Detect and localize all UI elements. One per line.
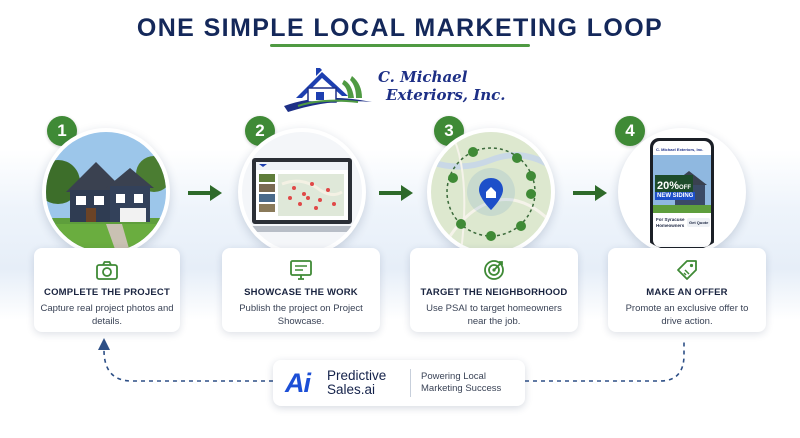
phone-ad-audience: For Syracuse Homeowners [656, 217, 685, 229]
step-3-description: Use PSAI to target homeowners near the j… [426, 303, 562, 327]
laptop-icon [242, 132, 362, 252]
audience-line2: Homeowners [656, 223, 685, 228]
tagline-line2: Marketing Success [421, 383, 502, 394]
ai-logo-icon: Ai [285, 368, 311, 398]
monitor-icon [290, 260, 312, 280]
target-icon [484, 260, 504, 280]
audience-line1: For Syracuse [656, 217, 685, 222]
step-4-description: Promote an exclusive offer to drive acti… [625, 303, 749, 327]
step-2-card: SHOWCASE THE WORK Publish the project on… [222, 248, 380, 332]
house-photo-icon [46, 132, 166, 252]
step-1-image [42, 128, 170, 256]
arrow-right-icon [188, 185, 222, 201]
company-logo: C. Michael Exteriors, Inc. [282, 62, 522, 116]
step-2-description: Publish the project on Project Showcase. [239, 303, 363, 327]
phone-mockup: C. Michael Exteriors, Inc. 20%OFF NEW SI… [650, 138, 714, 250]
step-3-image [427, 128, 555, 256]
step-3-card: TARGET THE NEIGHBORHOOD Use PSAI to targ… [410, 248, 578, 332]
brand-line1: Predictive [327, 368, 387, 383]
camera-icon [96, 261, 118, 280]
offer-percent: 20% [657, 180, 680, 192]
phone-ad-brand: C. Michael Exteriors, Inc. [656, 147, 704, 152]
logo-text: C. Michael Exteriors, Inc. [378, 68, 506, 104]
offer-off: OFF [679, 185, 692, 191]
predictive-sales-brand: Ai Predictive Sales.ai Powering Local Ma… [273, 360, 525, 406]
step-1-title: COMPLETE THE PROJECT [44, 287, 170, 298]
title-underline [270, 44, 530, 47]
logo-line2: Exteriors, Inc. [386, 86, 506, 104]
step-1-card: COMPLETE THE PROJECT Capture real projec… [34, 248, 180, 332]
brand-name: Predictive Sales.ai [327, 369, 386, 397]
step-2-image [238, 128, 366, 256]
step-4-number: 4 [615, 116, 645, 146]
phone-ad-photo: 20%OFF NEW SIDING [653, 155, 711, 213]
logo-line1: C. Michael [378, 68, 468, 86]
step-1-description: Capture real project photos and details. [40, 303, 174, 327]
step-4-title: MAKE AN OFFER [646, 287, 728, 298]
step-2-title: SHOWCASE THE WORK [244, 287, 358, 298]
tag-icon [677, 260, 697, 280]
step-4-image: C. Michael Exteriors, Inc. 20%OFF NEW SI… [618, 128, 746, 256]
map-target-icon [431, 132, 551, 252]
tagline-line1: Powering Local [421, 371, 486, 382]
step-4-card: MAKE AN OFFER Promote an exclusive offer… [608, 248, 766, 332]
step-3-title: TARGET THE NEIGHBORHOOD [420, 287, 568, 298]
get-quote-button: Get Quote [687, 218, 711, 227]
brand-divider [410, 369, 411, 397]
arrow-right-icon [379, 185, 413, 201]
brand-tagline: Powering Local Marketing Success [421, 371, 501, 395]
arrow-right-icon [573, 185, 607, 201]
house-logo-icon [284, 68, 372, 112]
page-title: ONE SIMPLE LOCAL MARKETING LOOP [136, 14, 664, 42]
brand-line2: Sales.ai [327, 382, 376, 397]
offer-text: NEW SIDING [655, 192, 696, 200]
